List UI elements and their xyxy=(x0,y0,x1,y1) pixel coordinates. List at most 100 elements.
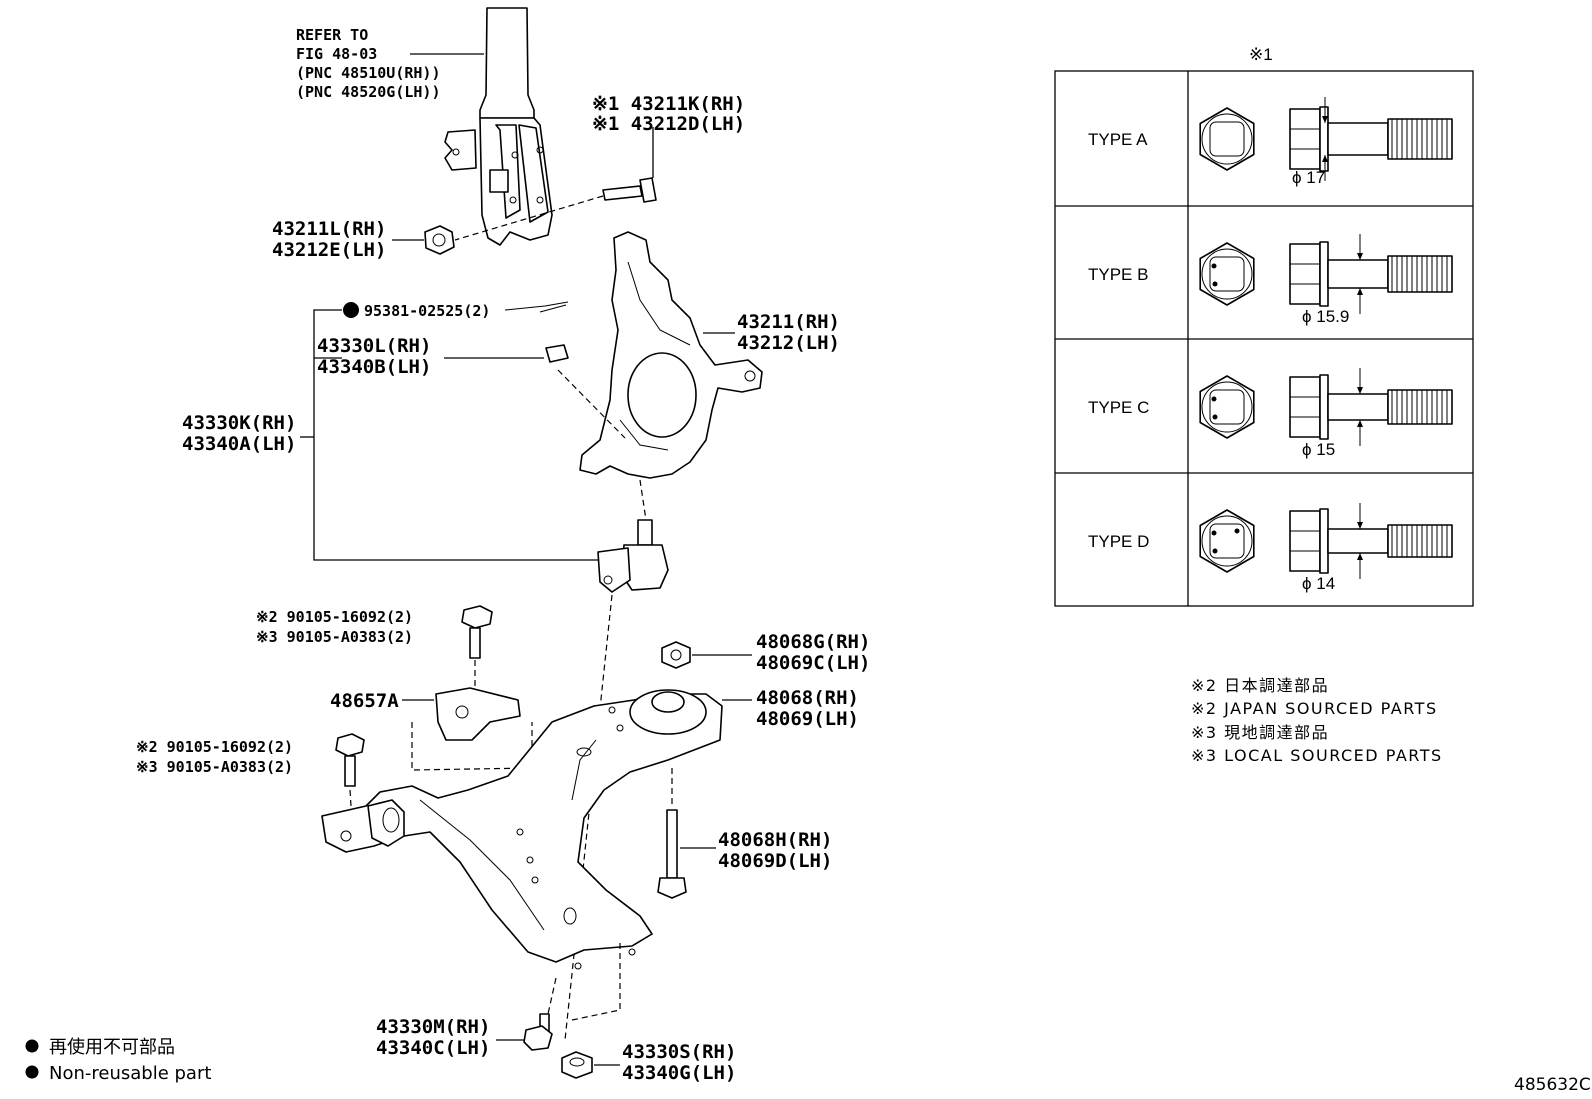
bolt-diameter-label: ϕ 15 xyxy=(1302,440,1335,459)
table-row: TYPE B ϕ 15.9 xyxy=(1088,234,1453,326)
refer-line-4: (PNC 48520G(LH)) xyxy=(296,83,441,101)
bolt-head-flange xyxy=(1201,381,1253,433)
callout-balljoint-lh: 43340A(LH) xyxy=(182,433,296,455)
bolt-shank xyxy=(1327,122,1389,156)
bracket-48657a xyxy=(402,687,533,771)
strut-nut xyxy=(392,225,455,255)
bolt-thread xyxy=(1387,118,1453,160)
bolt-flange-side xyxy=(1319,374,1329,440)
bolt-mark-dot xyxy=(1211,530,1217,536)
callout-bolt-upper-2: ※2 90105-16092(2) xyxy=(256,608,413,626)
table-header: ※1 xyxy=(1249,45,1273,64)
note-4: ※3 LOCAL SOURCED PARTS xyxy=(1191,746,1443,765)
bolt-head-front xyxy=(1199,375,1255,439)
bolt-diameter-label: ϕ 14 xyxy=(1302,574,1335,593)
callout-cotter-pin: 95381-02525(2) xyxy=(364,302,490,320)
bolt-diameter-label: ϕ 15.9 xyxy=(1302,307,1349,326)
callout-bracket: 48657A xyxy=(330,690,399,712)
refer-line-3: (PNC 48510U(RH)) xyxy=(296,64,441,82)
bolt-head-flange xyxy=(1201,113,1253,165)
callout-bolt-strut-lh: ※1 43212D(LH) xyxy=(592,113,745,135)
ball-joint xyxy=(564,519,669,1041)
bolt-flange-side xyxy=(1319,508,1329,574)
bolt-thread xyxy=(1387,524,1453,558)
callout-balljoint-rh: 43330K(RH) xyxy=(182,412,296,434)
legend-line-1: 再使用不可部品 xyxy=(49,1037,175,1058)
bolt-shank xyxy=(1327,393,1389,421)
callout-nut-balljoint-lh: 43340B(LH) xyxy=(317,356,431,378)
legend-dot-2 xyxy=(25,1065,39,1079)
lower-control-arm xyxy=(321,689,752,1021)
bolt-mark-dot xyxy=(1211,263,1217,269)
legend-line-2: Non-reusable part xyxy=(49,1063,211,1084)
bolt-thread xyxy=(1387,389,1453,425)
bolt-type-label: TYPE B xyxy=(1088,265,1148,284)
bolt-mark-dot xyxy=(1212,281,1218,287)
bolt-shank xyxy=(1327,259,1389,289)
bolt-mark-dot xyxy=(1234,528,1240,534)
bolt-head-side xyxy=(1289,108,1321,170)
arm-bolt xyxy=(657,768,716,899)
callout-knuckle-lh: 43212(LH) xyxy=(737,332,840,354)
note-2: ※2 JAPAN SOURCED PARTS xyxy=(1191,699,1438,718)
callout-nut-bj-lh: 43340G(LH) xyxy=(622,1062,736,1084)
bolt-head-front xyxy=(1199,509,1255,573)
callout-bolt-lower-2: ※2 90105-16092(2) xyxy=(136,738,293,756)
callout-nut-balljoint-rh: 43330L(RH) xyxy=(317,335,431,357)
bracket-bolt-upper xyxy=(461,605,493,690)
callout-bolt-bj-rh: 43330M(RH) xyxy=(376,1016,490,1038)
callout-nut-bj-rh: 43330S(RH) xyxy=(622,1041,736,1063)
callout-bolt-upper-3: ※3 90105-A0383(2) xyxy=(256,628,413,646)
table-row: TYPE A ϕ 17 xyxy=(1088,97,1453,187)
balljoint-bolt xyxy=(496,977,557,1051)
bolt-head-face xyxy=(1209,256,1245,292)
bolt-head-side xyxy=(1289,376,1321,438)
diagram-id: 485632C xyxy=(1514,1075,1591,1095)
bolt-flange-side xyxy=(1319,241,1329,307)
callout-nut-arm-rh: 48068G(RH) xyxy=(756,631,870,653)
callout-bolt-arm-rh: 48068H(RH) xyxy=(718,829,832,851)
balljoint-nut xyxy=(444,344,626,439)
refer-block: REFER TO FIG 48-03 (PNC 48510U(RH)) (PNC… xyxy=(296,26,484,101)
balljoint-lock-nut xyxy=(561,1051,620,1079)
non-reusable-dot xyxy=(343,302,359,318)
callout-arm-lh: 48069(LH) xyxy=(756,708,859,730)
bolt-head-side xyxy=(1289,510,1321,572)
callout-bolt-lower-3: ※3 90105-A0383(2) xyxy=(136,758,293,776)
strut-assembly xyxy=(444,7,553,246)
steering-knuckle xyxy=(579,231,763,521)
source-notes: ※2 日本調達部品 ※2 JAPAN SOURCED PARTS ※3 現地調達… xyxy=(1191,676,1443,765)
table-row: TYPE D ϕ 14 xyxy=(1088,503,1453,593)
bolt-shank xyxy=(1327,528,1389,554)
callout-bolt-bj-lh: 43340C(LH) xyxy=(376,1037,490,1059)
bolt-mark-dot xyxy=(1212,548,1218,554)
note-3: ※3 現地調達部品 xyxy=(1191,723,1329,742)
callout-bolt-strut-rh: ※1 43211K(RH) xyxy=(592,93,745,115)
balljoint-bracket-lines xyxy=(300,309,604,561)
bolt-type-label: TYPE D xyxy=(1088,532,1149,551)
strut-bolt xyxy=(454,127,657,241)
callout-arm-rh: 48068(RH) xyxy=(756,687,859,709)
bolt-type-label: TYPE C xyxy=(1088,398,1149,417)
callout-nut-arm-lh: 48069C(LH) xyxy=(756,652,870,674)
note-1: ※2 日本調達部品 xyxy=(1191,676,1329,695)
callout-nut-strut-rh: 43211L(RH) xyxy=(272,218,386,240)
legend: 再使用不可部品 Non-reusable part xyxy=(25,1037,211,1084)
bolt-head-front xyxy=(1199,107,1255,171)
bolt-head-face xyxy=(1209,389,1245,425)
callout-nut-strut-lh: 43212E(LH) xyxy=(272,239,386,261)
bolt-type-label: TYPE A xyxy=(1088,130,1148,149)
bolt-head-front xyxy=(1199,242,1255,306)
bolt-mark-dot xyxy=(1211,396,1217,402)
bracket-bolt-lower xyxy=(335,733,365,823)
refer-line-1: REFER TO xyxy=(296,26,368,44)
cotter-pin xyxy=(343,301,569,318)
bolt-mark-dot xyxy=(1212,414,1218,420)
bolt-head-face xyxy=(1209,523,1245,559)
bolt-head-side xyxy=(1289,243,1321,305)
bolt-head-flange xyxy=(1201,515,1253,567)
bolt-diameter-label: ϕ 17 xyxy=(1292,168,1325,187)
callout-bolt-arm-lh: 48069D(LH) xyxy=(718,850,832,872)
